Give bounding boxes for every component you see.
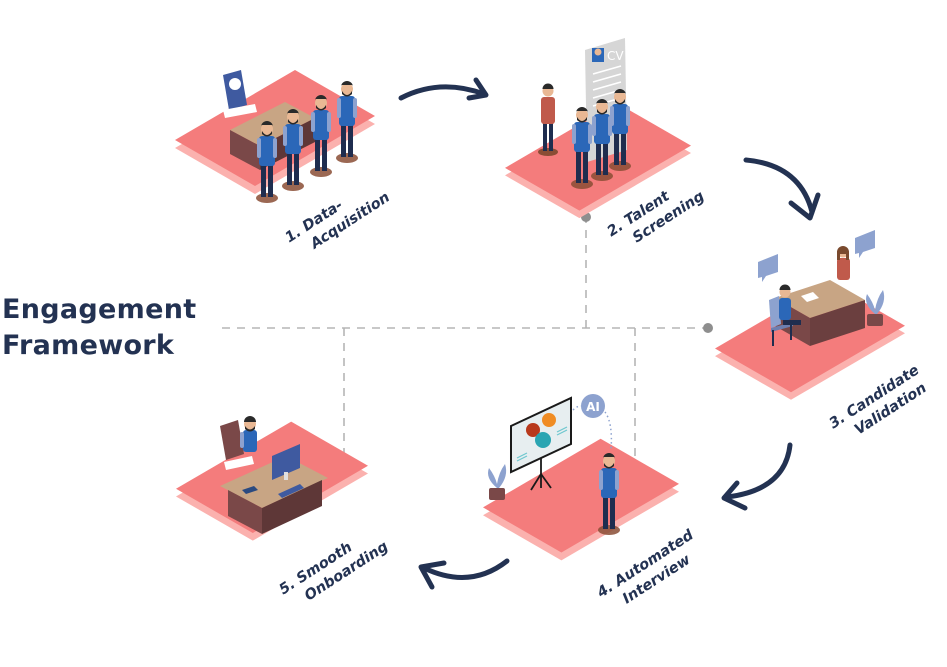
arrow-3-to-4-icon bbox=[721, 442, 793, 511]
connector-lines bbox=[222, 218, 708, 468]
step-3-illustration bbox=[715, 230, 905, 400]
arrow-2-to-3-icon bbox=[743, 157, 821, 221]
title-line-2: Framework bbox=[2, 330, 175, 361]
recruiter bbox=[538, 83, 558, 156]
candidate bbox=[769, 284, 801, 346]
plant-icon bbox=[488, 464, 507, 500]
page-title: Engagement Framework bbox=[2, 292, 196, 364]
office-chair bbox=[220, 420, 254, 470]
title-line-1: Engagement bbox=[2, 294, 197, 325]
step-5-illustration bbox=[176, 416, 368, 541]
step-1-illustration bbox=[175, 70, 375, 203]
arrow-1-to-2-icon bbox=[398, 77, 489, 101]
step-2-illustration: CV bbox=[505, 38, 691, 219]
desk bbox=[220, 456, 328, 534]
arrow-4-to-5-icon bbox=[418, 558, 510, 590]
plant-icon bbox=[866, 290, 885, 326]
ai-dotted-link bbox=[572, 405, 613, 451]
cv-text: CV bbox=[607, 49, 624, 63]
step-4-illustration: AI bbox=[483, 394, 679, 561]
monitor-icon bbox=[272, 444, 300, 480]
tablet bbox=[242, 486, 258, 494]
interviewer bbox=[837, 246, 850, 280]
presentation-board bbox=[510, 396, 572, 491]
keyboard bbox=[278, 484, 304, 498]
chat-bubble-icon bbox=[855, 230, 875, 258]
flow-arrows bbox=[398, 77, 821, 590]
employee bbox=[240, 416, 257, 452]
chat-bubble-icon bbox=[758, 254, 778, 282]
ai-badge-text: AI bbox=[586, 400, 600, 414]
chair bbox=[223, 70, 257, 118]
connector-dot-step-3 bbox=[703, 323, 713, 333]
ai-badge-icon: AI bbox=[581, 394, 605, 418]
